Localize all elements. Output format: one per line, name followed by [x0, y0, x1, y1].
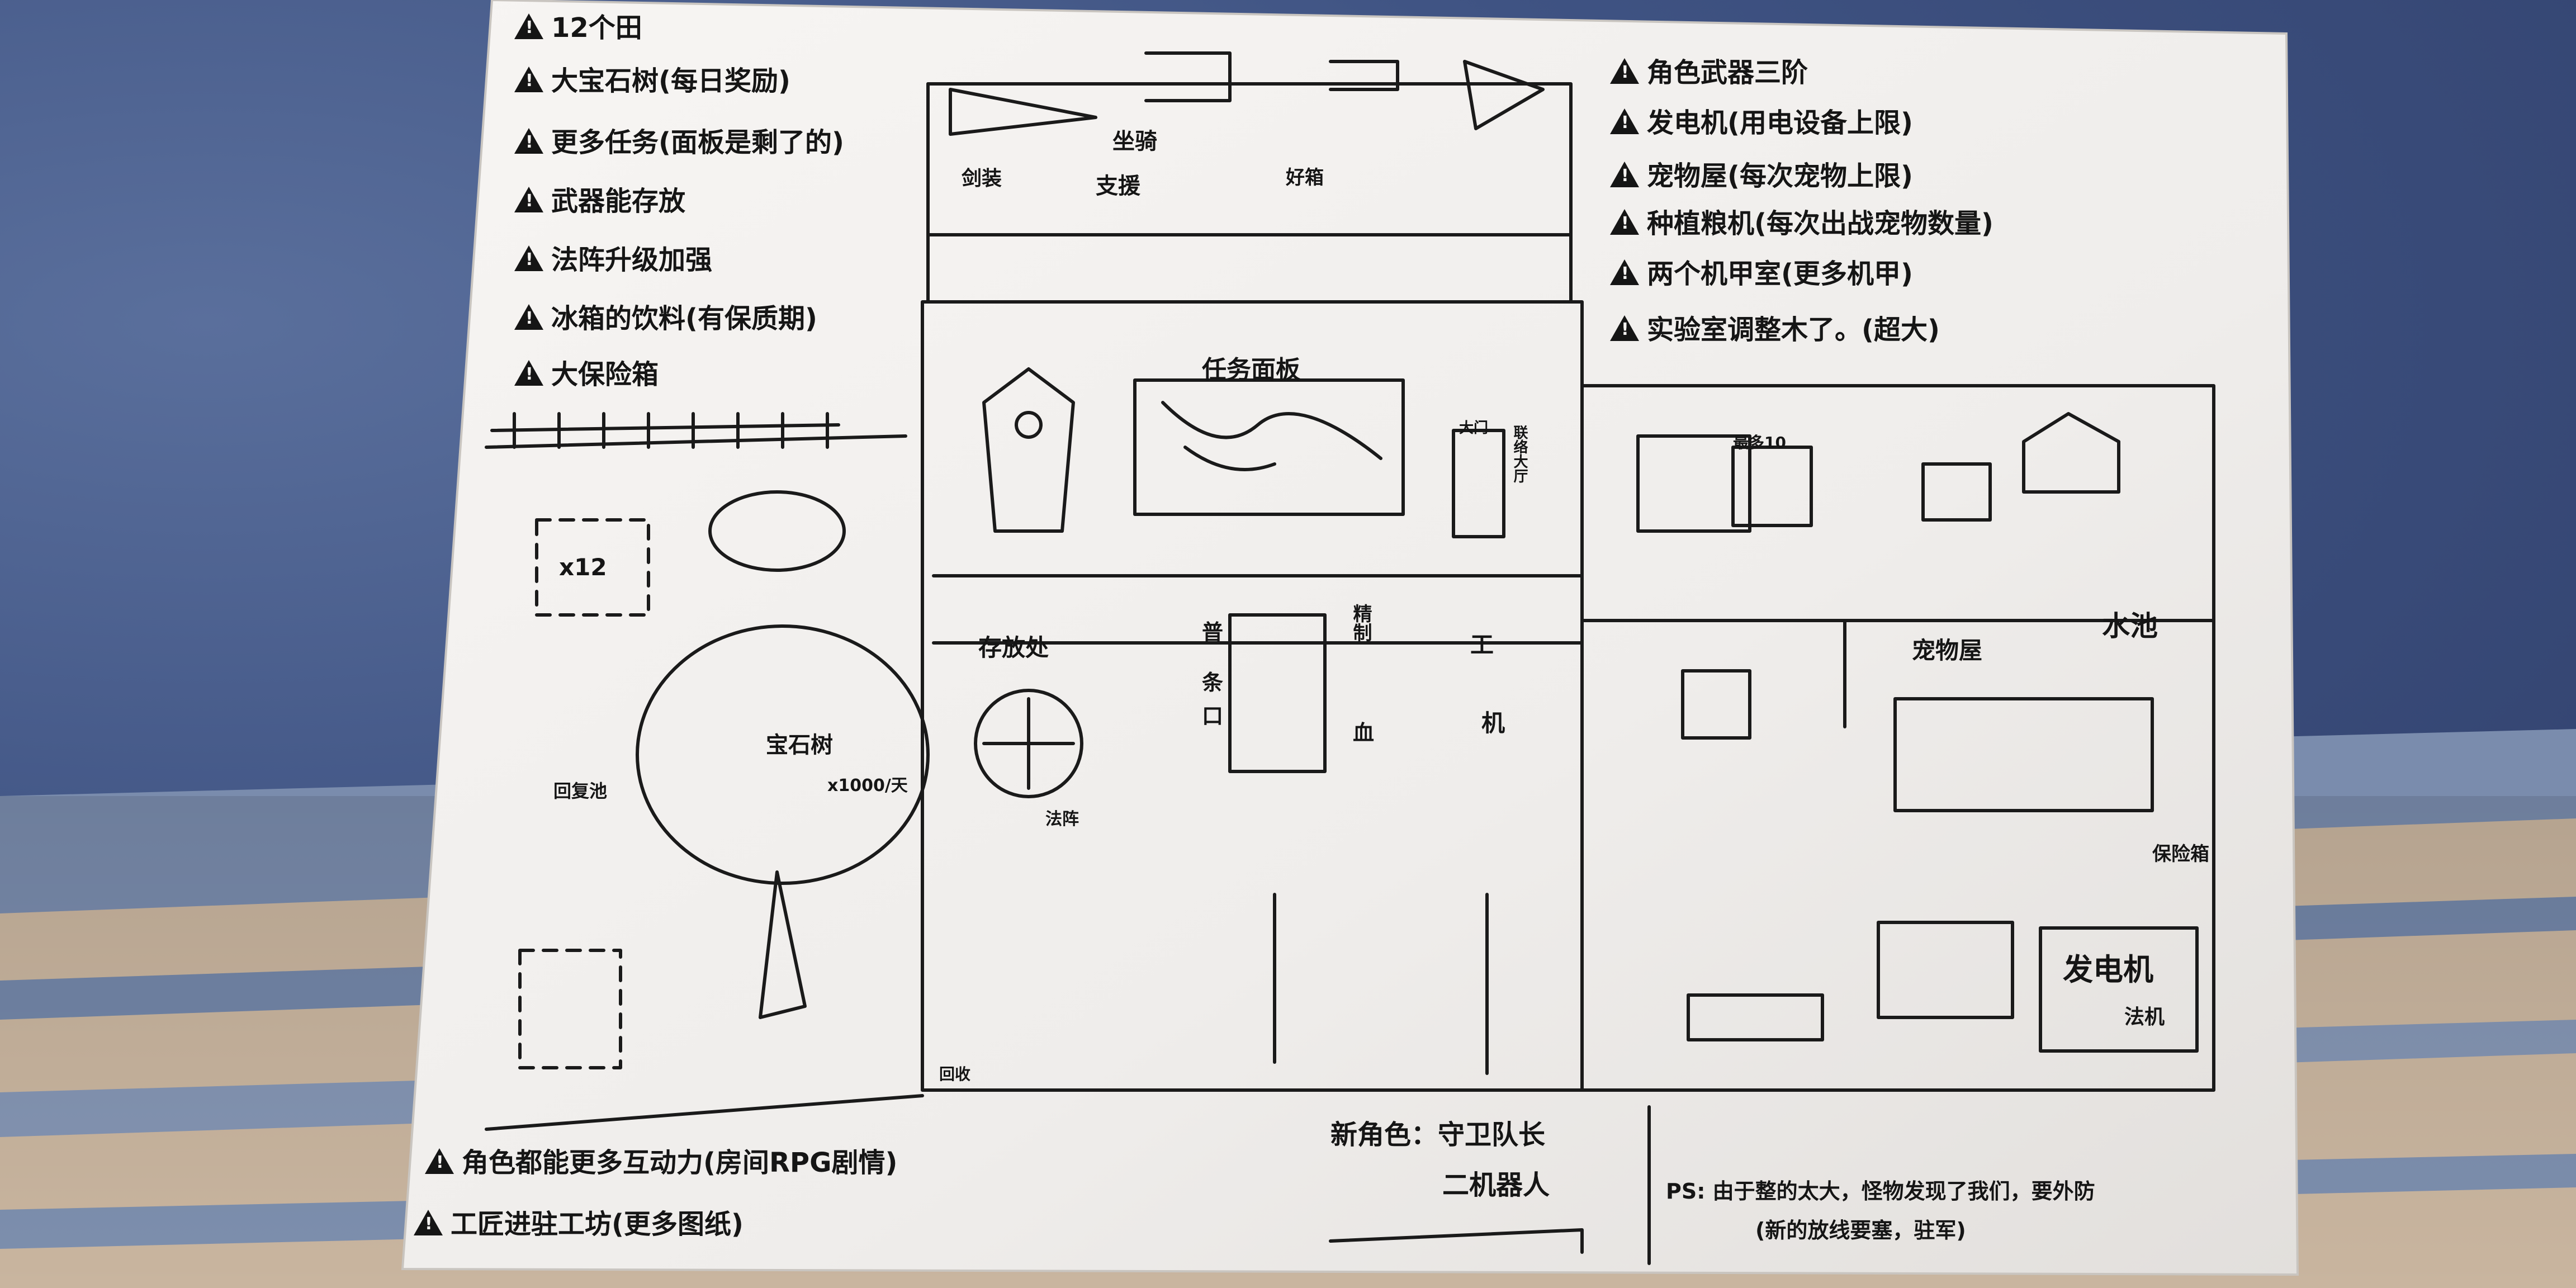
- label-mid2: 条: [1202, 670, 1224, 695]
- label-mount: 坐骑: [1112, 129, 1157, 154]
- right-note-4-text: 种植粮机(每次出战宠物数量): [1647, 208, 1993, 239]
- label-mech: 机: [1481, 709, 1505, 737]
- label-safe: 保险箱: [2152, 843, 2209, 865]
- warning-icon: [1610, 108, 1639, 134]
- label-mid1: 普: [1202, 620, 1224, 645]
- bed-sheet-stripes: [0, 729, 2576, 1288]
- new-roles-prefix: 新角色：: [1330, 1119, 1438, 1150]
- left-note-7-text: 大保险箱: [551, 359, 659, 390]
- left-note-3-text: 更多任务(面板是剩了的): [551, 127, 844, 158]
- left-note-4: 武器能存放: [514, 179, 685, 218]
- right-note-3-text: 宠物屋(每次宠物上限): [1647, 160, 1913, 192]
- left-note-2: 大宝石树(每日奖励): [514, 59, 790, 98]
- warning-icon: [1610, 209, 1639, 235]
- label-recycle: 回收: [939, 1065, 971, 1083]
- left-note-5-text: 法阵升级加强: [551, 244, 713, 276]
- label-fields-count: x12: [559, 553, 607, 581]
- label-gem-tree-count: x1000/天: [827, 776, 908, 795]
- warning-icon: [414, 1210, 443, 1235]
- left-note-2-text: 大宝石树(每日奖励): [551, 65, 790, 97]
- label-weapon: 精制: [1349, 604, 1372, 642]
- left-note-1: 12个田: [514, 6, 642, 45]
- right-note-2-text: 发电机(用电设备上限): [1647, 107, 1913, 139]
- warning-icon: [1610, 58, 1639, 84]
- right-note-6-text: 实验室调整木了。(超大): [1647, 314, 1940, 345]
- right-note-4: 种植粮机(每次出战宠物数量): [1610, 201, 1993, 240]
- label-array: 法阵: [1045, 809, 1079, 829]
- warning-icon: [514, 13, 543, 39]
- left-note-3: 更多任务(面板是剩了的): [514, 120, 844, 159]
- warning-icon: [514, 304, 543, 330]
- label-gear: 工: [1470, 631, 1494, 659]
- bottom-note-2: 工匠进驻工坊(更多图纸): [414, 1202, 744, 1241]
- ps-note-line2: (新的放线要塞，驻军): [1755, 1213, 1966, 1244]
- left-note-5: 法阵升级加强: [514, 238, 712, 277]
- ps-note-line1: PS: 由于整的太大，怪物发现了我们，要外防: [1666, 1174, 2095, 1205]
- new-roles-guard: 守卫队长: [1438, 1119, 1546, 1150]
- label-storage: 好箱: [1286, 167, 1324, 189]
- warning-icon: [514, 187, 543, 212]
- label-lab-top: 最多10: [1733, 433, 1786, 452]
- ps-prefix: PS:: [1666, 1179, 1706, 1204]
- right-note-3: 宠物屋(每次宠物上限): [1610, 154, 1913, 193]
- label-mount-support: 支援: [1096, 173, 1140, 199]
- ps-line2: (新的放线要塞，驻军): [1755, 1218, 1966, 1243]
- bottom-note-1-text: 角色都能更多互动力(房间RPG剧情): [462, 1147, 898, 1178]
- label-generator: 发电机: [2063, 952, 2153, 987]
- right-note-6: 实验室调整木了。(超大): [1610, 307, 1940, 347]
- right-note-2: 发电机(用电设备上限): [1610, 101, 1913, 140]
- right-note-1: 角色武器三阶: [1610, 50, 1808, 89]
- label-potion-pool: 回复池: [553, 780, 608, 802]
- warning-icon: [514, 360, 543, 386]
- right-note-1-text: 角色武器三阶: [1647, 57, 1808, 88]
- new-roles-robot: 二机器人: [1442, 1169, 1550, 1201]
- ps-line1: 由于整的太大，怪物发现了我们，要外防: [1712, 1179, 2095, 1204]
- warning-icon: [1610, 259, 1639, 285]
- label-hall: 联络大厅: [1511, 425, 1528, 483]
- label-mid4: 血: [1353, 721, 1375, 745]
- label-warehouse: 存放处: [978, 634, 1049, 661]
- warning-icon: [514, 128, 543, 154]
- label-water-pool: 水池: [2102, 610, 2158, 642]
- warning-icon: [425, 1148, 454, 1174]
- warning-icon: [514, 245, 543, 271]
- new-roles-line1: 新角色：守卫队长: [1330, 1112, 1545, 1152]
- new-roles-line2: 二机器人: [1442, 1163, 1550, 1202]
- bottom-note-1: 角色都能更多互动力(房间RPG剧情): [425, 1140, 897, 1180]
- label-portal: 大门: [1459, 420, 1489, 437]
- label-generator-sub: 法机: [2124, 1006, 2165, 1029]
- warning-icon: [1610, 315, 1639, 341]
- left-note-1-text: 12个田: [551, 12, 642, 44]
- label-gem-tree: 宝石树: [766, 732, 833, 758]
- warning-icon: [1610, 162, 1639, 187]
- label-quest-board: 任务面板: [1202, 356, 1300, 384]
- right-note-5: 两个机甲室(更多机甲): [1610, 252, 1913, 291]
- label-mid3: 口: [1202, 704, 1224, 728]
- bottom-note-2-text: 工匠进驻工坊(更多图纸): [451, 1209, 744, 1240]
- right-note-5-text: 两个机甲室(更多机甲): [1647, 258, 1913, 290]
- left-note-6: 冰箱的饮料(有保质期): [514, 296, 817, 335]
- left-note-7: 大保险箱: [514, 352, 659, 391]
- left-note-6-text: 冰箱的饮料(有保质期): [551, 303, 817, 334]
- label-craft: 剑装: [962, 167, 1002, 190]
- warning-icon: [514, 67, 543, 92]
- left-note-4-text: 武器能存放: [551, 186, 686, 217]
- label-pet-house: 宠物屋: [1912, 637, 1983, 664]
